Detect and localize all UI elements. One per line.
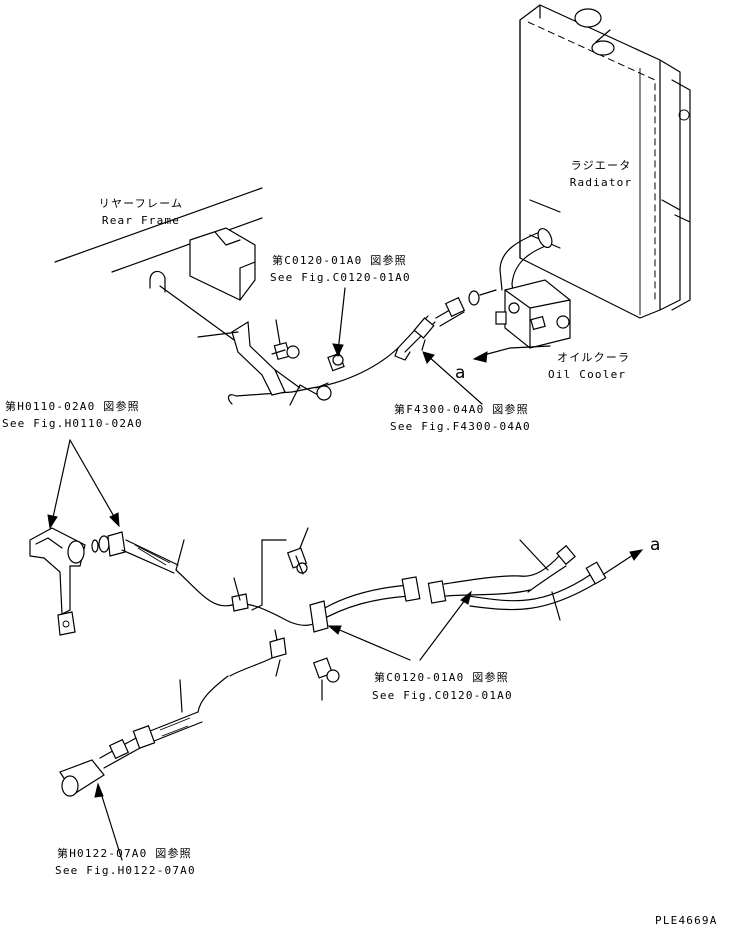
lower-hose — [59, 675, 229, 861]
twin-hoses — [309, 539, 644, 633]
ref-h0122-jp: 第H0122-07A0 図参照 — [57, 847, 192, 860]
drawing-code: PLE4669A — [655, 914, 718, 927]
ref-h0122-en: See Fig.H0122-07A0 — [55, 864, 196, 877]
middle-hose — [121, 527, 319, 626]
radiator-label-jp: ラジエータ — [570, 159, 632, 172]
connection-a-top: a — [455, 363, 466, 383]
ref-c0120-bottom-en: See Fig.C0120-01A0 — [372, 689, 513, 702]
ref-c0120-bottom-jp: 第C0120-01A0 図参照 — [374, 671, 509, 684]
leader-lines-top — [332, 287, 551, 405]
oil-cooler-label-en: Oil Cooler — [548, 368, 627, 381]
radiator-hose — [499, 227, 553, 301]
radiator-label-en: Radiator — [569, 176, 633, 189]
oil-cooler-label-jp: オイルクーラ — [557, 351, 631, 364]
oil-cooler-block — [495, 279, 571, 349]
leader-lines-bottom — [229, 590, 472, 701]
ref-f4300-en: See Fig.F4300-04A0 — [390, 420, 531, 433]
connection-a-right: a — [650, 535, 661, 555]
rear-frame-label-jp: リヤーフレーム — [98, 197, 184, 210]
ref-c0120-top-jp: 第C0120-01A0 図参照 — [272, 254, 407, 267]
radiator-outline — [519, 4, 691, 319]
ref-c0120-top-en: See Fig.C0120-01A0 — [270, 271, 411, 284]
upper-hose — [159, 285, 497, 405]
clamp-bracket-upper — [197, 319, 345, 406]
ref-h0110-en: See Fig.H0110-02A0 — [2, 417, 143, 430]
ref-f4300-jp: 第F4300-04A0 図参照 — [394, 403, 529, 416]
rear-frame — [54, 187, 263, 301]
rear-frame-label-en: Rear Frame — [101, 214, 181, 227]
left-fittings — [29, 439, 126, 636]
ref-h0110-jp: 第H0110-02A0 図参照 — [5, 400, 140, 413]
